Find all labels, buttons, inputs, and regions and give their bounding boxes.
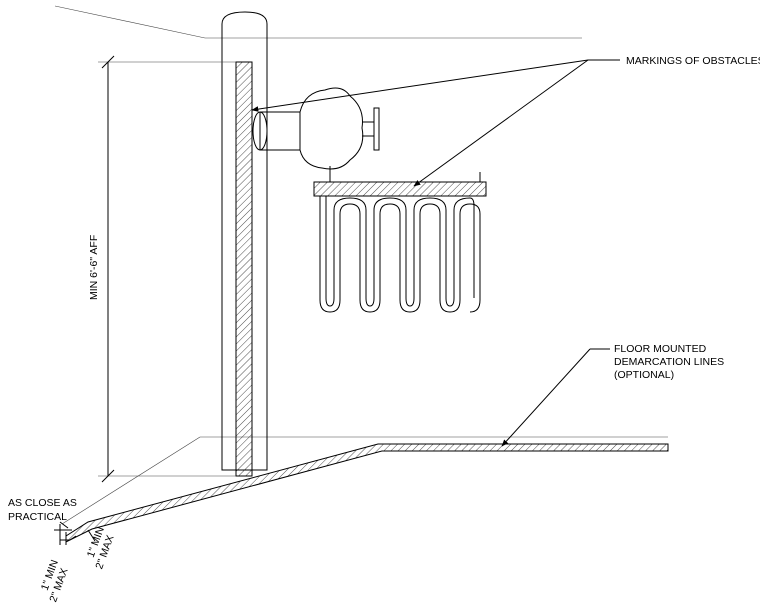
hanging-coil [313,172,487,313]
floor-label-line2: DEMARCATION LINES [614,356,724,368]
close-label-line2: PRACTICAL [8,511,67,523]
close-label-line1: AS CLOSE AS [8,497,77,509]
clearance-label: MIN 6'-6" AFF [88,235,100,300]
pipe-valve [252,87,380,182]
dim-a: 1" MIN 2" MAX [85,525,117,571]
coil-marking-stripe [313,181,487,197]
floor-leader [501,348,610,447]
column-marking-stripe [235,61,253,477]
markings-label: MARKINGS OF OBSTACLES [626,55,760,67]
column [221,11,268,477]
floor-label-line1: FLOOR MOUNTED [614,343,707,355]
close-dimension [54,521,96,545]
floor-label-line3: (OPTIONAL) [614,369,674,381]
dim-b: 1" MIN 2" MAX [39,558,71,604]
floor-demarcation-strip [65,443,669,543]
floor-lines [61,436,668,525]
ceiling-lines [54,5,582,39]
markings-leader [251,59,620,187]
clearance-dimension [98,55,236,483]
